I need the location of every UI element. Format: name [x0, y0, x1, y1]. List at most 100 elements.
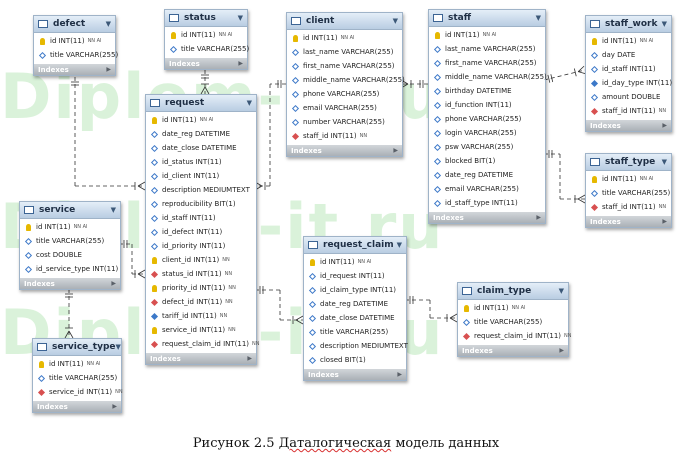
column-row[interactable]: title VARCHAR(255): [458, 315, 568, 329]
column-row[interactable]: number VARCHAR(255): [287, 115, 402, 129]
column-row[interactable]: last_name VARCHAR(255): [429, 42, 545, 56]
column-row[interactable]: id_staff_type INT(11): [429, 196, 545, 210]
column-row[interactable]: id_defect INT(11): [146, 225, 256, 239]
column-row[interactable]: id INT(11)NN AI: [586, 34, 671, 48]
column-row[interactable]: blocked BIT(1): [429, 154, 545, 168]
column-row[interactable]: id_status INT(11): [146, 155, 256, 169]
column-row[interactable]: day DATE: [586, 48, 671, 62]
expand-arrow-icon[interactable]: ▶: [393, 147, 398, 154]
expand-arrow-icon[interactable]: ▶: [111, 280, 116, 287]
column-row[interactable]: id_service_type INT(11): [20, 262, 120, 276]
dropdown-arrow-icon[interactable]: ▼: [392, 17, 398, 25]
dropdown-arrow-icon[interactable]: ▼: [535, 14, 541, 22]
column-row[interactable]: email VARCHAR(255): [287, 101, 402, 115]
column-row[interactable]: phone VARCHAR(255): [429, 112, 545, 126]
table-header[interactable]: request_claim▼: [304, 237, 406, 254]
expand-arrow-icon[interactable]: ▶: [662, 122, 667, 129]
column-row[interactable]: id INT(11)NN AI: [33, 357, 121, 371]
column-row[interactable]: id INT(11)NN AI: [34, 34, 115, 48]
column-row[interactable]: psw VARCHAR(255): [429, 140, 545, 154]
column-row[interactable]: id_staff INT(11): [146, 211, 256, 225]
column-row[interactable]: request_claim_id INT(11)NN: [458, 329, 572, 343]
dropdown-arrow-icon[interactable]: ▼: [558, 287, 564, 295]
column-row[interactable]: id INT(11)NN AI: [20, 220, 120, 234]
column-row[interactable]: id_request INT(11): [304, 269, 406, 283]
column-row[interactable]: title VARCHAR(255): [33, 371, 121, 385]
column-row[interactable]: title VARCHAR(255): [34, 48, 118, 62]
table-header[interactable]: defect▼: [34, 16, 115, 33]
column-row[interactable]: date_reg DATETIME: [146, 127, 256, 141]
column-row[interactable]: status_id INT(11)NN: [146, 267, 256, 281]
indexes-bar[interactable]: Indexes▶: [287, 145, 402, 156]
dropdown-arrow-icon[interactable]: ▼: [246, 99, 252, 107]
column-row[interactable]: id_day_type INT(11): [586, 76, 672, 90]
dropdown-arrow-icon[interactable]: ▼: [237, 14, 243, 22]
column-row[interactable]: title VARCHAR(255): [586, 186, 671, 200]
dropdown-arrow-icon[interactable]: ▼: [661, 20, 667, 28]
indexes-bar[interactable]: Indexes▶: [586, 216, 671, 227]
column-row[interactable]: login VARCHAR(255): [429, 126, 545, 140]
indexes-bar[interactable]: Indexes▶: [429, 212, 545, 223]
dropdown-arrow-icon[interactable]: ▼: [396, 241, 402, 249]
column-row[interactable]: middle_name VARCHAR(255): [287, 73, 405, 87]
indexes-bar[interactable]: Indexes▶: [34, 64, 115, 75]
column-row[interactable]: description MEDIUMTEXT: [146, 183, 256, 197]
column-row[interactable]: request_claim_id INT(11)NN: [146, 337, 260, 351]
indexes-bar[interactable]: Indexes▶: [33, 401, 121, 412]
indexes-bar[interactable]: Indexes▶: [586, 120, 671, 131]
column-row[interactable]: birthday DATETIME: [429, 84, 545, 98]
column-row[interactable]: id INT(11)NN AI: [304, 255, 406, 269]
column-row[interactable]: first_name VARCHAR(255): [287, 59, 402, 73]
table-header[interactable]: service_type▼: [33, 339, 121, 356]
column-row[interactable]: id_staff INT(11): [586, 62, 671, 76]
column-row[interactable]: last_name VARCHAR(255): [287, 45, 402, 59]
expand-arrow-icon[interactable]: ▶: [247, 355, 252, 362]
dropdown-arrow-icon[interactable]: ▼: [661, 158, 667, 166]
expand-arrow-icon[interactable]: ▶: [536, 214, 541, 221]
indexes-bar[interactable]: Indexes▶: [458, 345, 568, 356]
column-row[interactable]: first_name VARCHAR(255): [429, 56, 545, 70]
column-row[interactable]: service_id INT(11)NN: [146, 323, 256, 337]
column-row[interactable]: priority_id INT(11)NN: [146, 281, 256, 295]
table-header[interactable]: request▼: [146, 95, 256, 112]
column-row[interactable]: id_claim_type INT(11): [304, 283, 406, 297]
expand-arrow-icon[interactable]: ▶: [662, 218, 667, 225]
column-row[interactable]: date_reg DATETIME: [429, 168, 545, 182]
column-row[interactable]: date_close DATETIME: [146, 141, 256, 155]
dropdown-arrow-icon[interactable]: ▼: [115, 343, 121, 351]
column-row[interactable]: client_id INT(11)NN: [146, 253, 256, 267]
column-row[interactable]: phone VARCHAR(255): [287, 87, 402, 101]
table-header[interactable]: claim_type▼: [458, 283, 568, 300]
column-row[interactable]: defect_id INT(11)NN: [146, 295, 256, 309]
column-row[interactable]: staff_id INT(11)NN: [287, 129, 402, 143]
column-row[interactable]: id INT(11)NN AI: [165, 28, 247, 42]
indexes-bar[interactable]: Indexes▶: [20, 278, 120, 289]
table-header[interactable]: staff_work▼: [586, 16, 671, 33]
column-row[interactable]: id_function INT(11): [429, 98, 545, 112]
column-row[interactable]: id_client INT(11): [146, 169, 256, 183]
column-row[interactable]: id INT(11)NN AI: [429, 28, 545, 42]
column-row[interactable]: title VARCHAR(255): [165, 42, 249, 56]
expand-arrow-icon[interactable]: ▶: [106, 66, 111, 73]
expand-arrow-icon[interactable]: ▶: [397, 371, 402, 378]
expand-arrow-icon[interactable]: ▶: [238, 60, 243, 67]
expand-arrow-icon[interactable]: ▶: [559, 347, 564, 354]
dropdown-arrow-icon[interactable]: ▼: [105, 20, 111, 28]
table-header[interactable]: status▼: [165, 10, 247, 27]
column-row[interactable]: id INT(11)NN AI: [146, 113, 256, 127]
indexes-bar[interactable]: Indexes▶: [146, 353, 256, 364]
column-row[interactable]: date_close DATETIME: [304, 311, 406, 325]
expand-arrow-icon[interactable]: ▶: [112, 403, 117, 410]
column-row[interactable]: closed BIT(1): [304, 353, 406, 367]
table-header[interactable]: client▼: [287, 13, 402, 30]
